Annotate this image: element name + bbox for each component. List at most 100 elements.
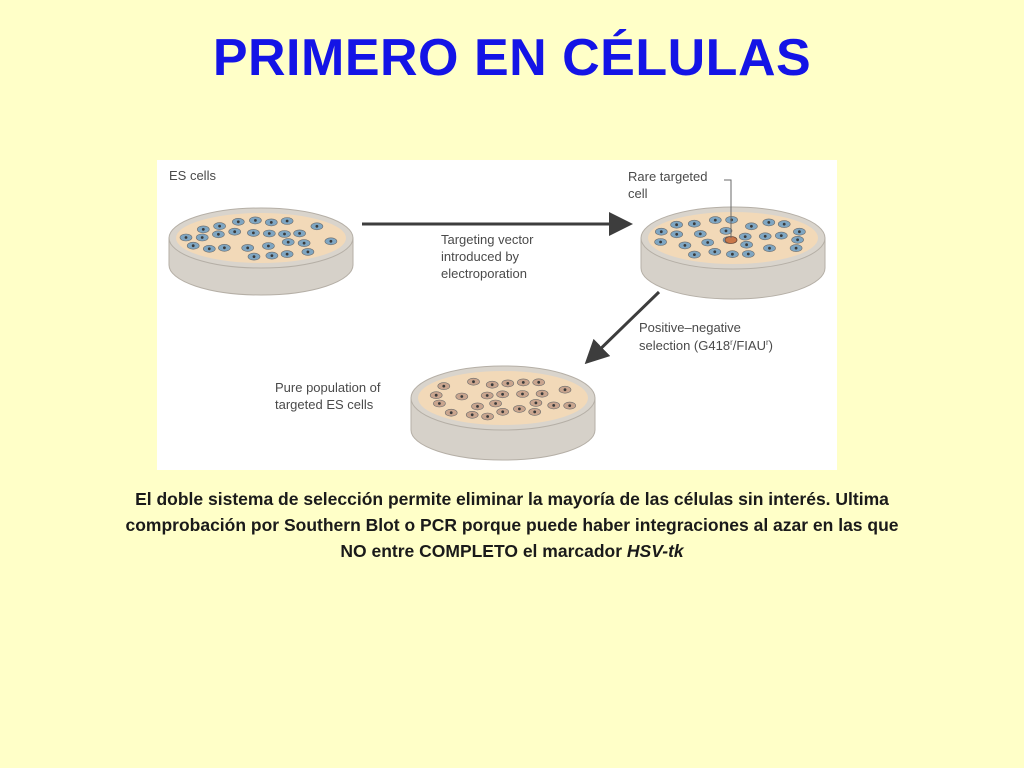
cell-nucleus [533,410,537,414]
cell-nucleus [746,252,750,256]
label-rare-targeted-1: Rare targeted [628,169,708,184]
cell-nucleus [315,224,319,228]
cell-nucleus [460,395,464,398]
caption-marker-hsvtk: HSV-tk [626,541,684,561]
cell-nucleus [768,246,771,250]
cell-nucleus [201,228,205,231]
cell-nucleus [490,383,494,387]
caption-line-2: comprobación por Southern Blot o PCR por… [125,515,899,535]
cell-nucleus [568,404,572,407]
label-vector-3: electroporation [441,266,527,281]
cell-nucleus [521,381,525,384]
cell-nucleus [207,247,211,251]
label-vector-1: Targeting vector [441,232,534,247]
cell-nucleus [267,232,271,235]
selection-sup-2: r [766,338,769,347]
cell-nucleus [534,401,538,405]
label-pure-2: targeted ES cells [275,397,374,412]
cell-nucleus [506,382,510,385]
cell-nucleus [675,232,679,236]
cell-nucleus [782,222,786,226]
cell-nucleus [540,392,544,396]
cell-nucleus [476,405,479,408]
cell-nucleus [563,388,567,392]
cell-nucleus [745,243,748,247]
cell-nucleus [675,223,678,227]
cell-nucleus [218,224,221,228]
cell-nucleus [518,407,521,411]
cell-nucleus [302,241,306,245]
rare-cell-pointer [724,179,732,238]
gene-targeting-diagram: ES cells Rare targeted cell Targeting ve… [168,168,826,461]
dish-es-cells [168,207,354,296]
selection-part-c: ) [769,338,773,353]
cell-nucleus [521,392,524,396]
cell-nucleus [706,241,710,244]
cell-nucleus [501,410,505,414]
cell-nucleus [537,380,541,384]
cell-nucleus [659,230,663,234]
cell-nucleus [794,246,798,250]
cell-nucleus [693,253,696,256]
cell-nucleus [659,240,662,244]
label-selection-1: Positive–negative [639,320,741,335]
label-es-cells: ES cells [169,168,216,183]
cell-nucleus [743,235,747,238]
cell-nucleus [217,232,220,236]
cell-nucleus [298,232,301,235]
cell-nucleus [254,219,257,222]
caption-line-3: NO entre COMPLETO el marcador [340,541,627,561]
caption-line-1: El doble sistema de selección permite el… [135,489,889,509]
cell-nucleus [283,232,286,236]
cell-nucleus [779,234,783,237]
cell-nucleus [472,380,475,384]
label-selection-2: selection (G418r/FIAUr) [639,338,773,353]
label-rare-targeted-2: cell [628,186,648,201]
label-pure-1: Pure population of [275,380,381,395]
cell-nucleus [286,240,290,244]
cell-nucleus [184,236,188,239]
cell-nucleus [494,402,497,405]
cell-nucleus [200,236,204,239]
cell-nucleus [246,246,250,250]
cell-nucleus [692,222,696,226]
slide-title: PRIMERO EN CÉLULAS [212,29,812,87]
dish-rare-targeted [640,206,826,300]
cell-nucleus [767,221,771,224]
cell-nucleus [552,404,556,407]
cell-nucleus [438,402,441,405]
cell-nucleus [267,244,270,248]
cell-nucleus [724,229,728,233]
arrow-to-pure-dish [584,290,661,365]
cell-nucleus [233,230,237,234]
cell-nucleus [750,224,753,228]
selection-part-b: /FIAU [733,338,766,353]
cell-nucleus [485,394,489,397]
cell-nucleus [796,238,799,242]
cell-nucleus [306,250,310,254]
cell-nucleus [698,232,702,236]
cell-nucleus [683,244,687,247]
label-vector-2: introduced by [441,249,520,264]
dish-pure-population [410,365,596,461]
cell-nucleus [713,250,717,254]
selection-sup-1: r [730,338,733,347]
cell-nucleus [223,246,226,250]
cell-nucleus [449,411,453,415]
cell-nucleus [252,255,256,258]
cell-nucleus [763,234,767,238]
cell-nucleus [285,252,289,256]
cell-nucleus [434,393,438,397]
cell-nucleus [442,384,446,388]
cell-nucleus [798,230,801,234]
cell-nucleus [236,220,240,224]
cell-nucleus [731,252,734,256]
cell-nucleus [270,254,274,257]
cell-nucleus [486,415,489,418]
cell-nucleus [252,231,255,235]
cell-nucleus [191,244,195,248]
cell-nucleus [269,221,273,224]
cell-nucleus [470,413,474,417]
cell-nucleus [329,239,333,243]
cell-nucleus [713,218,717,222]
